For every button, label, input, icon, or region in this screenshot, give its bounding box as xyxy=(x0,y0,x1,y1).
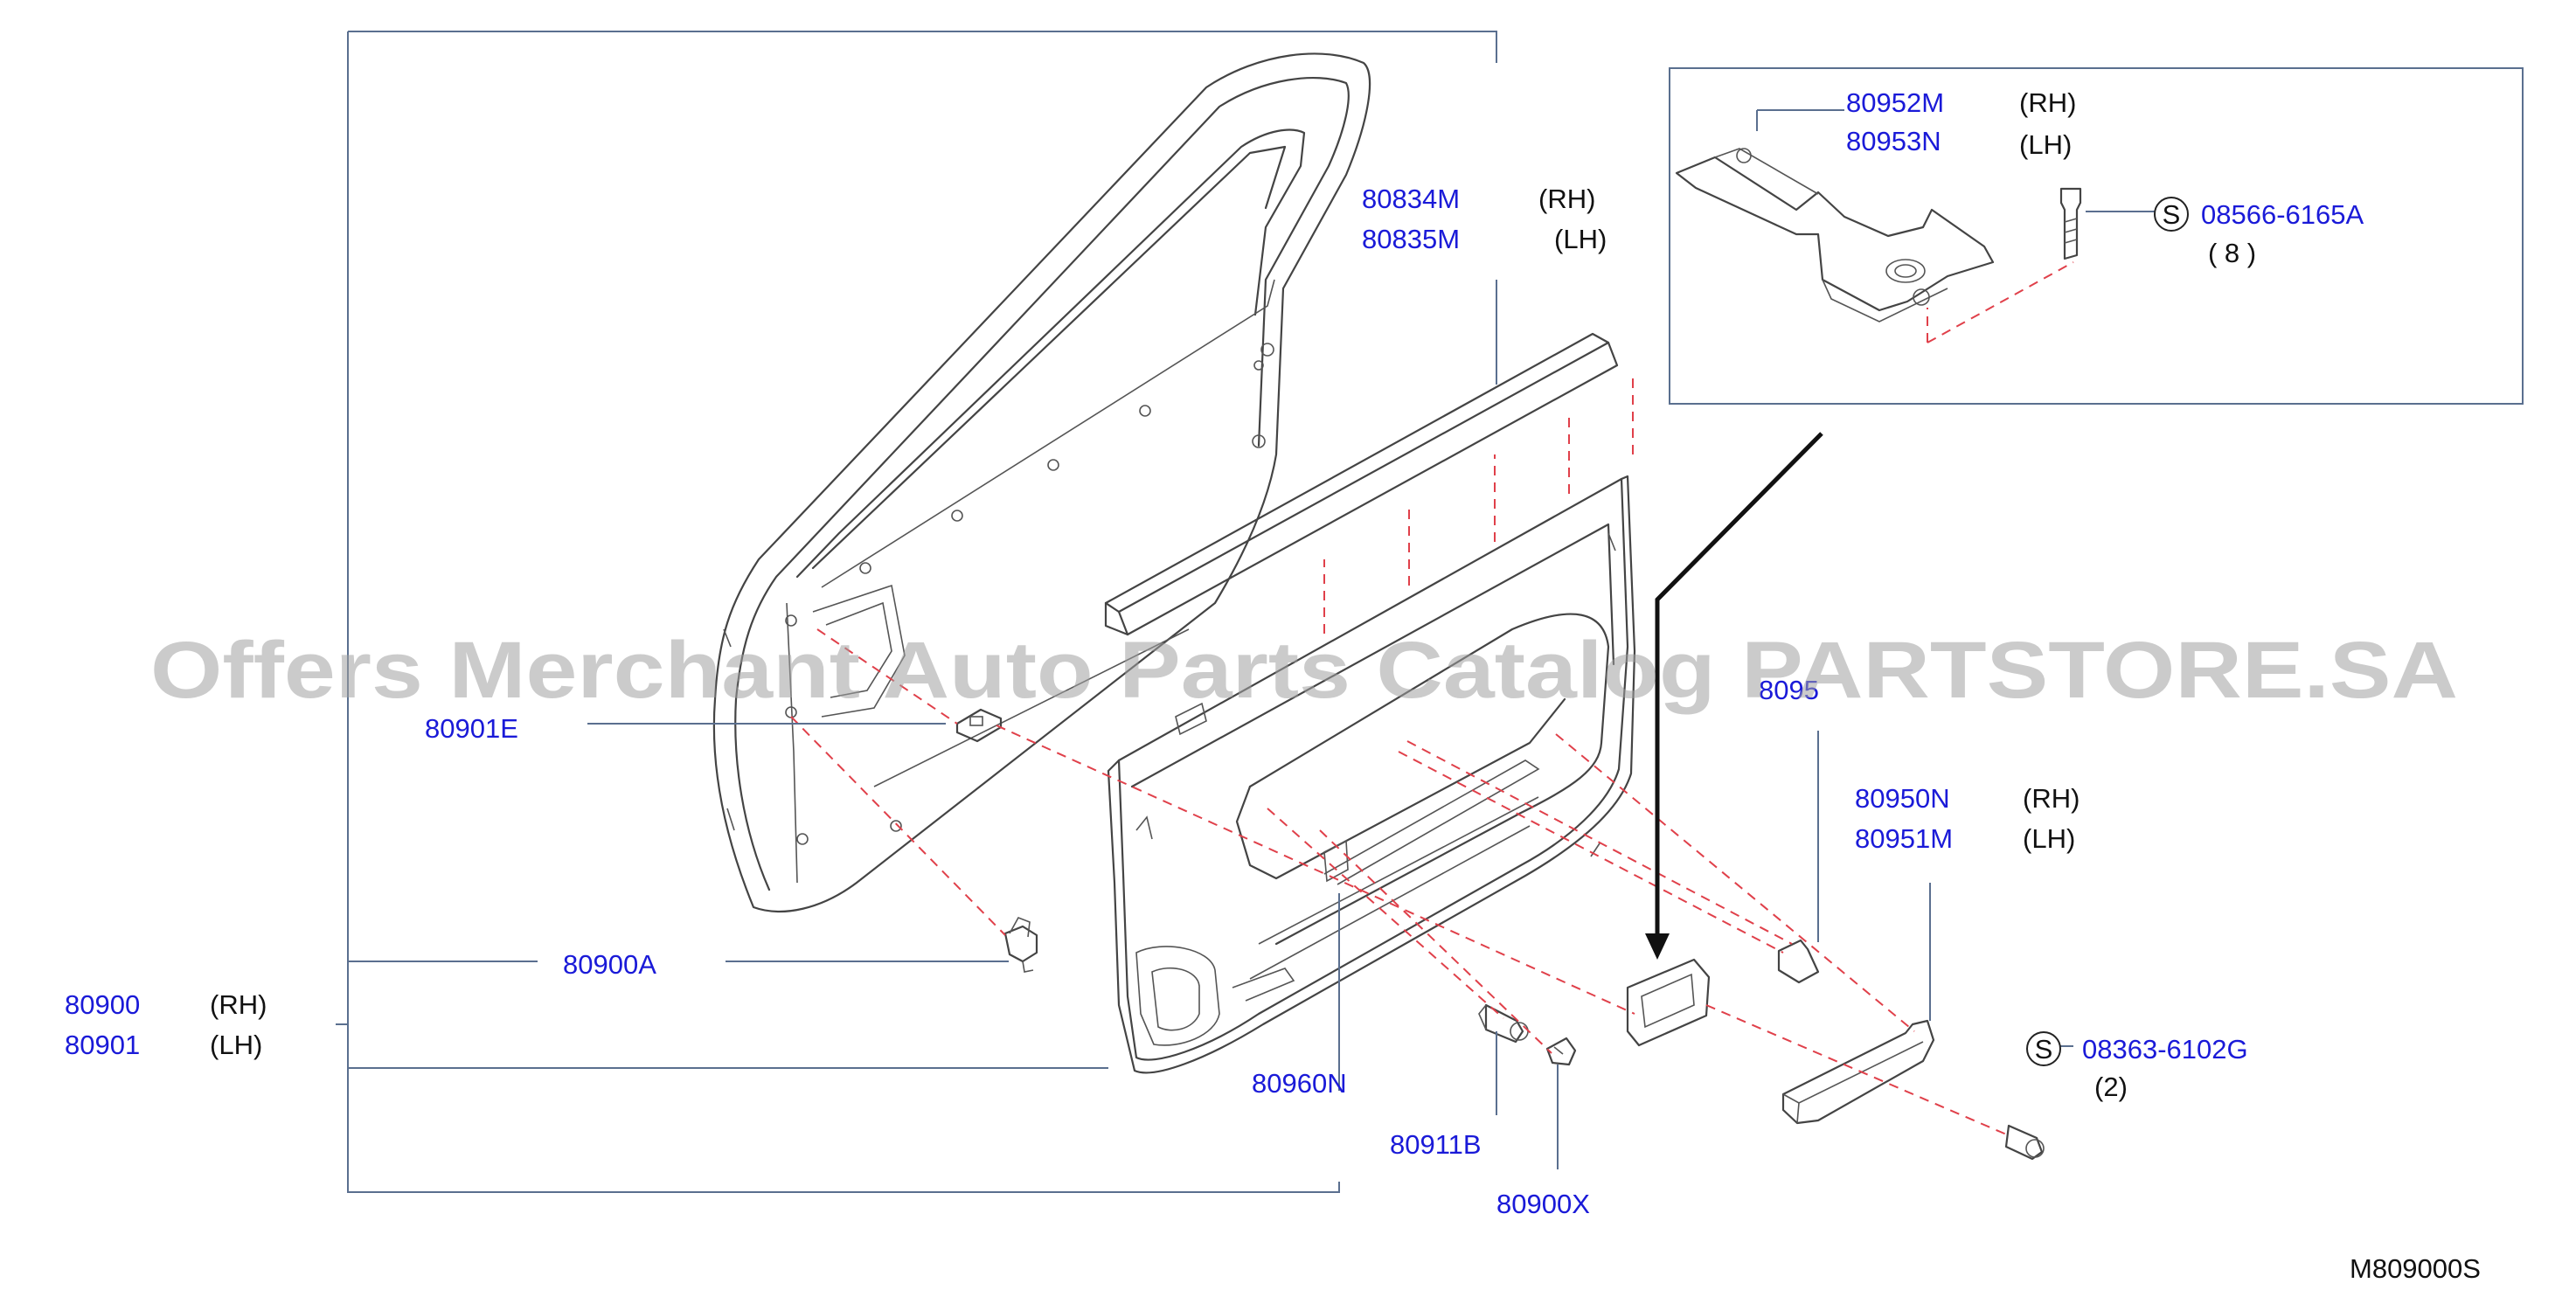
side-label: (LH) xyxy=(1554,224,1607,254)
callout-80901: 80901 (LH) xyxy=(65,1030,262,1060)
callout-80950: 80950N (RH) xyxy=(1855,783,2080,814)
standard-part-symbol: S xyxy=(2163,199,2181,230)
side-label: (RH) xyxy=(210,989,267,1020)
part-number: 80901E xyxy=(425,713,518,744)
callout-80900: 80900 (RH) xyxy=(65,989,267,1020)
callout-bolt-lower: S 08363-6102G (2) xyxy=(2026,1031,2248,1102)
side-label: (RH) xyxy=(2023,783,2080,814)
standard-part-symbol: S xyxy=(2035,1034,2053,1065)
door-trim-panel-drawing xyxy=(1107,475,1636,1074)
door-shell-drawing xyxy=(712,52,1371,913)
part-number: 80953N xyxy=(1846,126,1941,156)
part-number: 8095 xyxy=(1759,675,1819,705)
side-label: (RH) xyxy=(2019,87,2076,118)
part-number: 80835M xyxy=(1362,224,1460,254)
diagram-code: M809000S xyxy=(2350,1253,2481,1284)
callout-80960: 80960N xyxy=(1252,1068,1347,1099)
callout-bolt-upper: S 08566-6165A ( 8 ) xyxy=(2154,197,2364,268)
callout-80951: 80951M (LH) xyxy=(1855,823,2075,854)
callout-80900a: 80900A xyxy=(563,949,656,980)
quantity-label: ( 8 ) xyxy=(2208,238,2256,268)
callout-80901e: 80901E xyxy=(425,713,518,744)
belt-moulding-drawing xyxy=(1104,332,1619,636)
side-label: (LH) xyxy=(210,1030,262,1060)
part-number: 80911B xyxy=(1390,1129,1482,1160)
part-number: 80951M xyxy=(1855,823,1953,854)
assembly-bracket-frame xyxy=(336,31,1497,1193)
side-label: (LH) xyxy=(2019,129,2072,160)
callout-80834: 80834M (RH) xyxy=(1362,184,1595,214)
callout-80900x: 80900X xyxy=(1496,1189,1590,1219)
part-number: 08566-6165A xyxy=(2201,199,2364,230)
part-number: 80900A xyxy=(563,949,656,980)
part-number: 80900X xyxy=(1496,1189,1590,1219)
callout-80835: 80835M (LH) xyxy=(1362,224,1607,254)
leader-lines xyxy=(587,109,2156,1169)
callout-8095x: 8095 xyxy=(1759,675,1819,705)
part-number: 80960N xyxy=(1252,1068,1347,1099)
callout-80952: 80952M (RH) xyxy=(1846,87,2076,118)
side-label: (RH) xyxy=(1538,184,1595,214)
callout-80953: 80953N (LH) xyxy=(1846,126,2072,160)
quantity-label: (2) xyxy=(2094,1072,2128,1102)
hardware-drawings xyxy=(955,708,2045,1161)
part-number: 08363-6102G xyxy=(2082,1034,2248,1065)
assembly-arrow xyxy=(1645,432,1823,960)
inset-box xyxy=(1669,67,2524,405)
part-number: 80901 xyxy=(65,1030,140,1060)
side-label: (LH) xyxy=(2023,823,2075,854)
part-number: 80834M xyxy=(1362,184,1460,214)
part-number: 80950N xyxy=(1855,783,1950,814)
assembly-dashed-lines xyxy=(790,261,2074,1137)
watermark-text: Offers Merchant Auto Parts Catalog PARTS… xyxy=(150,626,2458,715)
callout-80911: 80911B xyxy=(1390,1129,1482,1160)
part-number: 80952M xyxy=(1846,87,1944,118)
part-number: 80900 xyxy=(65,989,140,1020)
